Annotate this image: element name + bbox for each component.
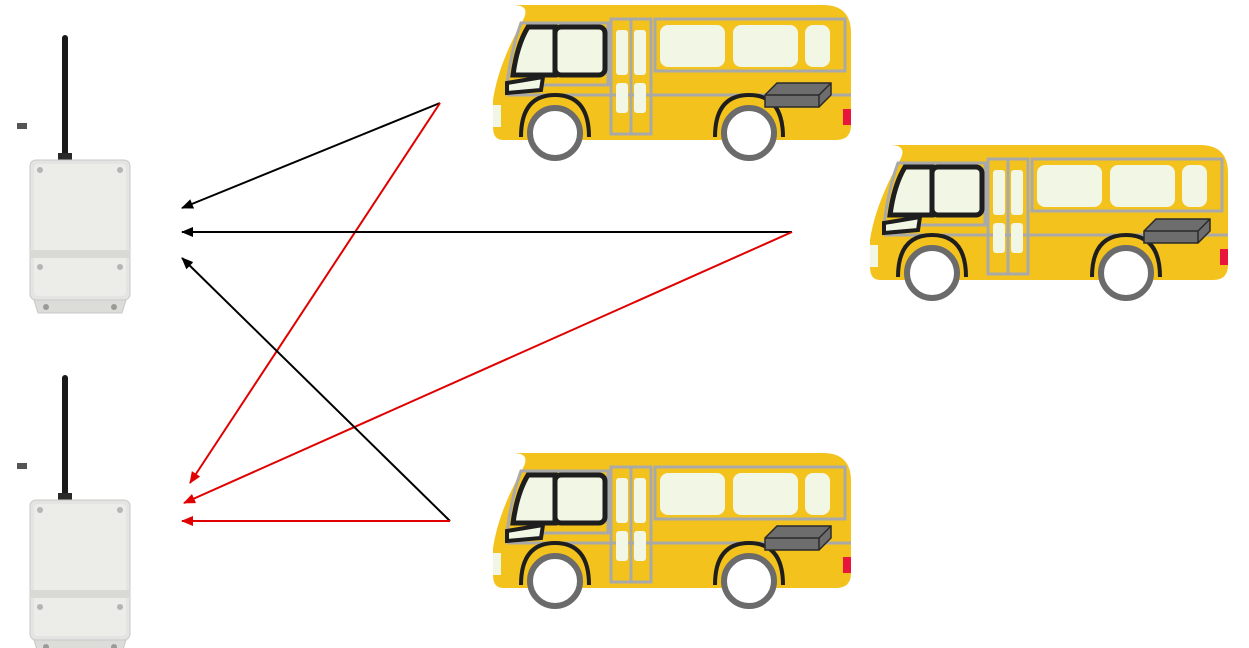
link-arrow-bus-right-to-gateway-bottom	[183, 231, 793, 504]
tracker-device-icon	[1143, 218, 1211, 244]
wireless-gateway-icon	[16, 34, 131, 314]
bus-icon	[870, 145, 1228, 298]
link-arrow-bus-top-to-gateway-top	[181, 102, 441, 209]
link-arrow-bus-bottom-to-gateway-top	[181, 257, 451, 522]
bus-icon	[493, 453, 851, 606]
wireless-gateway-icon	[16, 374, 131, 648]
links-layer	[181, 102, 793, 526]
bus-icon	[493, 5, 851, 158]
tracker-device-icon	[764, 82, 832, 108]
link-arrow-bus-top-to-gateway-bottom	[189, 102, 441, 484]
tracker-device-icon	[764, 525, 832, 551]
